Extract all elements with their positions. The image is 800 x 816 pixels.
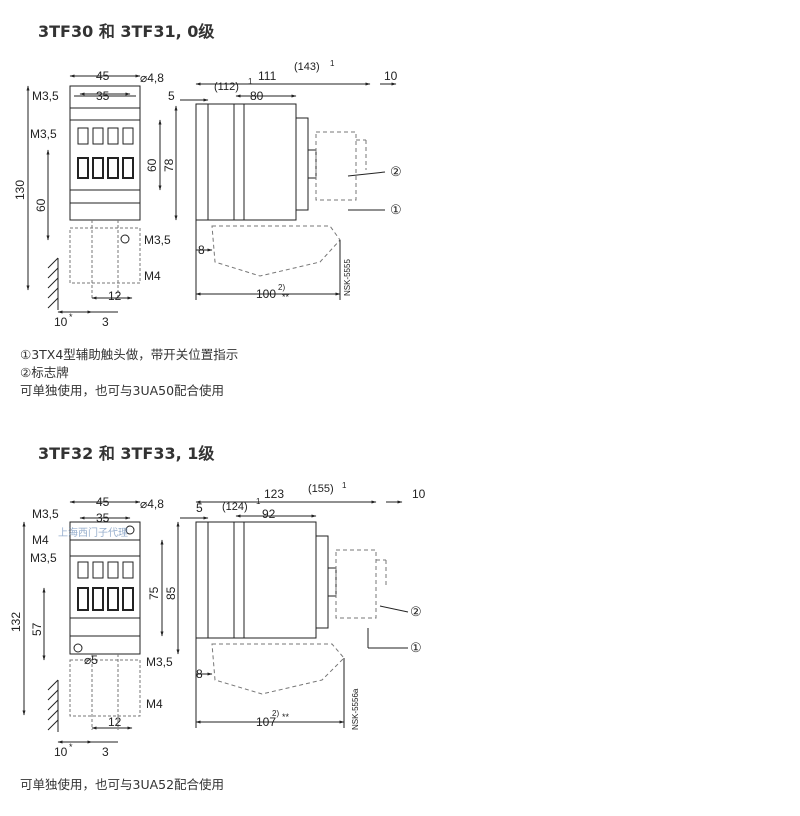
s1-callout-2: ② xyxy=(390,164,402,179)
s2-callout-2: ② xyxy=(410,604,422,619)
s2-m35-bot: M3,5 xyxy=(146,655,173,669)
s1-sup2: 2) xyxy=(278,283,285,292)
s1-dim-10: 10 xyxy=(54,315,68,329)
s2-dim-35: 35 xyxy=(96,511,110,525)
s1-sup1: 1 xyxy=(330,59,335,68)
s1-m35-mid: M3,5 xyxy=(30,127,57,141)
s1-ref: NSK-5555 xyxy=(343,259,352,296)
s2-dim-132: 132 xyxy=(9,612,23,632)
s2-dim-75: 75 xyxy=(147,586,161,600)
s2-dim-12: 12 xyxy=(108,715,122,729)
s1-m35-top: M3,5 xyxy=(32,89,59,103)
s2-dim-85: 85 xyxy=(164,586,178,600)
s1-dim-78: 78 xyxy=(162,158,176,172)
s2-dim-92: 92 xyxy=(262,507,276,521)
s1-dim-80: 80 xyxy=(250,89,264,103)
s2-dim-4-8: ⌀4,8 xyxy=(140,497,164,511)
s2-stars: ** xyxy=(282,712,290,722)
s2-dim-3: 3 xyxy=(102,745,109,759)
s2-dim-10: 10 xyxy=(54,745,68,759)
s1-dim-12: 12 xyxy=(108,289,122,303)
s1-m4: M4 xyxy=(144,269,161,283)
s1-dim-45: 45 xyxy=(96,69,110,83)
s2-ref: NSK-5556a xyxy=(351,688,360,730)
s1-dim-143: (143) xyxy=(294,61,320,73)
s1-callout-1: ① xyxy=(390,202,402,217)
section1-title: 3TF30 和 3TF31, 0级 xyxy=(38,22,215,41)
side-body-2 xyxy=(195,521,317,639)
s1-dim-8: 8 xyxy=(198,243,205,257)
s2-sup1: 1 xyxy=(342,481,347,490)
s2-m35-mid: M3,5 xyxy=(30,551,57,565)
s2-dim-10b: 10 xyxy=(412,487,426,501)
watermark: 上海西门子代理 xyxy=(58,528,128,539)
s2-star: * xyxy=(69,742,73,752)
s2-dim-107: 107 xyxy=(256,715,276,729)
s1-star: * xyxy=(69,312,73,322)
s1-stars: ** xyxy=(282,292,290,302)
side-body xyxy=(195,103,297,221)
s1-dim-5: 5 xyxy=(168,89,175,103)
s1-dim-100: 100 xyxy=(256,287,276,301)
s2-sup1b: 1 xyxy=(256,497,261,506)
s1-dim-60: 60 xyxy=(145,158,159,172)
s1-note-1: ①3TX4型辅助触头做，带开关位置指示 xyxy=(20,347,239,362)
s1-dim-4-8: ⌀4,8 xyxy=(140,71,164,85)
s2-dim-5: ⌀5 xyxy=(84,653,98,667)
s2-dim-124: (124) xyxy=(222,501,248,513)
s2-dim-5b: 5 xyxy=(196,501,203,515)
s1-note-2: ②标志牌 xyxy=(20,365,69,380)
s1-sup1b: 1 xyxy=(248,77,253,86)
front-body xyxy=(69,85,141,221)
s2-dim-123: 123 xyxy=(264,487,284,501)
s1-dim-10b: 10 xyxy=(384,69,398,83)
s1-dim-60b: 60 xyxy=(34,198,48,212)
s1-dim-35: 35 xyxy=(96,89,110,103)
section1-drawing: 45 35 ⌀4,8 M3,5 M3,5 M3,5 M4 12 10 * 3 1… xyxy=(13,59,402,329)
section2-title: 3TF32 和 3TF33, 1级 xyxy=(38,444,215,463)
s2-m35-top: M3,5 xyxy=(32,507,59,521)
section2-drawing: 45 35 ⌀4,8 M3,5 M4 M3,5 M3,5 ⌀5 M4 12 10… xyxy=(9,481,426,759)
s1-dim-111: 111 xyxy=(258,69,277,83)
s2-sup2: 2) xyxy=(272,709,279,718)
s1-m35-bot: M3,5 xyxy=(144,233,171,247)
s2-callout-1: ① xyxy=(410,640,422,655)
s2-dim-45: 45 xyxy=(96,495,110,509)
s2-note-1: 可单独使用，也可与3UA52配合使用 xyxy=(20,777,225,792)
s2-m4-top: M4 xyxy=(32,533,49,547)
s1-dim-130: 130 xyxy=(13,180,27,200)
s2-dim-8: 8 xyxy=(196,667,203,681)
s1-note-3: 可单独使用，也可与3UA50配合使用 xyxy=(20,383,225,398)
s1-dim-3: 3 xyxy=(102,315,109,329)
s1-dim-112: (112) xyxy=(214,81,239,93)
s2-dim-57: 57 xyxy=(30,622,44,636)
s2-dim-155: (155) xyxy=(308,483,334,495)
s2-m4: M4 xyxy=(146,697,163,711)
